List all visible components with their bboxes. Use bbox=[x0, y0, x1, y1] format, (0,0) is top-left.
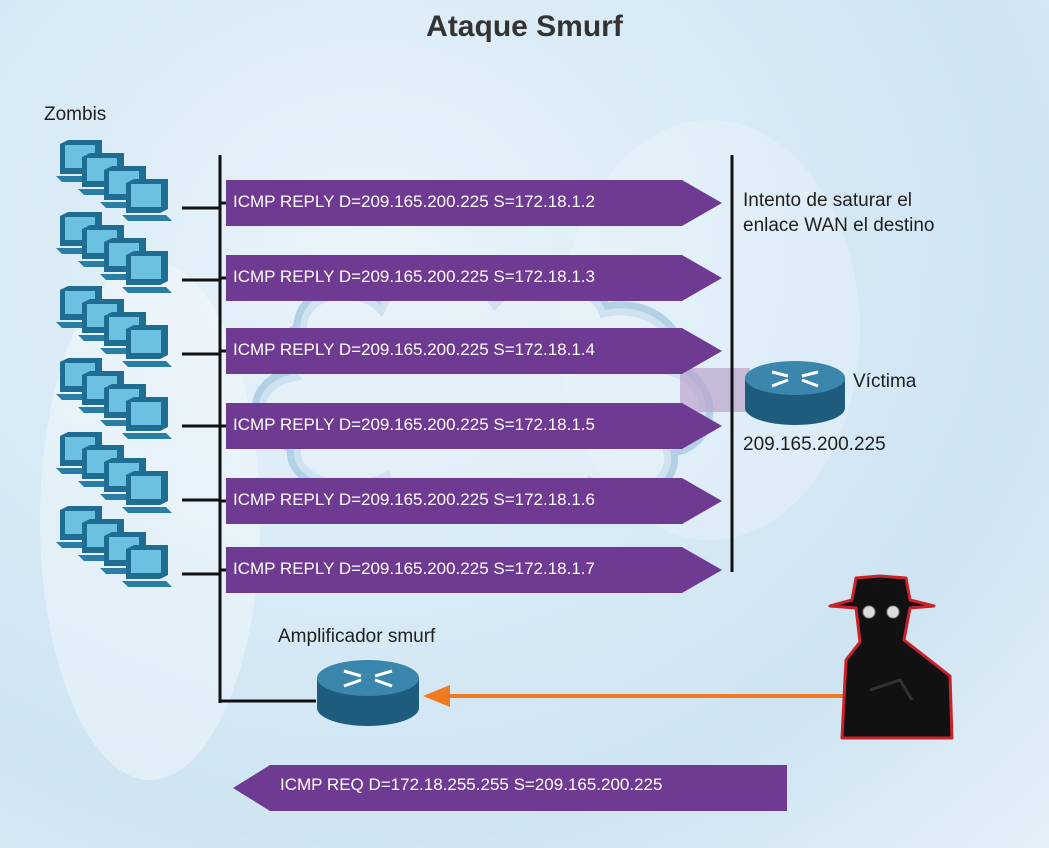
pc-stubs bbox=[182, 201, 228, 576]
pc-icon bbox=[122, 251, 172, 293]
reply-text: ICMP REPLY D=209.165.200.225 S=172.18.1.… bbox=[233, 192, 595, 211]
reply-arrow bbox=[226, 403, 722, 449]
reply-arrows bbox=[226, 180, 722, 593]
attack-arrow-head bbox=[423, 685, 450, 707]
target-text-line2: enlace WAN el destino bbox=[743, 215, 935, 236]
reply-text: ICMP REPLY D=209.165.200.225 S=172.18.1.… bbox=[233, 559, 595, 578]
zombie-pcs bbox=[56, 140, 172, 587]
pc-icon bbox=[122, 325, 172, 367]
hacker-icon bbox=[828, 574, 954, 740]
victim-label: Víctima bbox=[853, 371, 917, 392]
diagram-title: Ataque Smurf bbox=[426, 10, 623, 43]
pc-icon bbox=[122, 397, 172, 439]
reply-arrow bbox=[226, 478, 722, 524]
target-text-line1: Intento de saturar el bbox=[743, 190, 912, 211]
reply-text: ICMP REPLY D=209.165.200.225 S=172.18.1.… bbox=[233, 340, 595, 359]
zombies-label: Zombis bbox=[44, 104, 107, 125]
cloud-fill bbox=[258, 276, 707, 509]
victim-router-icon bbox=[745, 361, 845, 425]
pc-icon bbox=[122, 179, 172, 221]
request-arrow bbox=[233, 765, 787, 811]
reply-text: ICMP REPLY D=209.165.200.225 S=172.18.1.… bbox=[233, 267, 595, 286]
reply-arrow bbox=[226, 328, 722, 374]
amplifier-router-icon bbox=[317, 660, 419, 726]
wan-link bbox=[680, 368, 750, 412]
victim-ip: 209.165.200.225 bbox=[743, 434, 886, 455]
pc-icon bbox=[122, 545, 172, 587]
reply-text: ICMP REPLY D=209.165.200.225 S=172.18.1.… bbox=[233, 490, 595, 509]
amplifier-label: Amplificador smurf bbox=[278, 626, 436, 647]
reply-text: ICMP REPLY D=209.165.200.225 S=172.18.1.… bbox=[233, 415, 595, 434]
reply-arrow bbox=[226, 180, 722, 226]
request-text: ICMP REQ D=172.18.255.255 S=209.165.200.… bbox=[280, 775, 663, 794]
pc-icon bbox=[122, 471, 172, 513]
reply-arrow bbox=[226, 547, 722, 593]
reply-arrow bbox=[226, 255, 722, 301]
